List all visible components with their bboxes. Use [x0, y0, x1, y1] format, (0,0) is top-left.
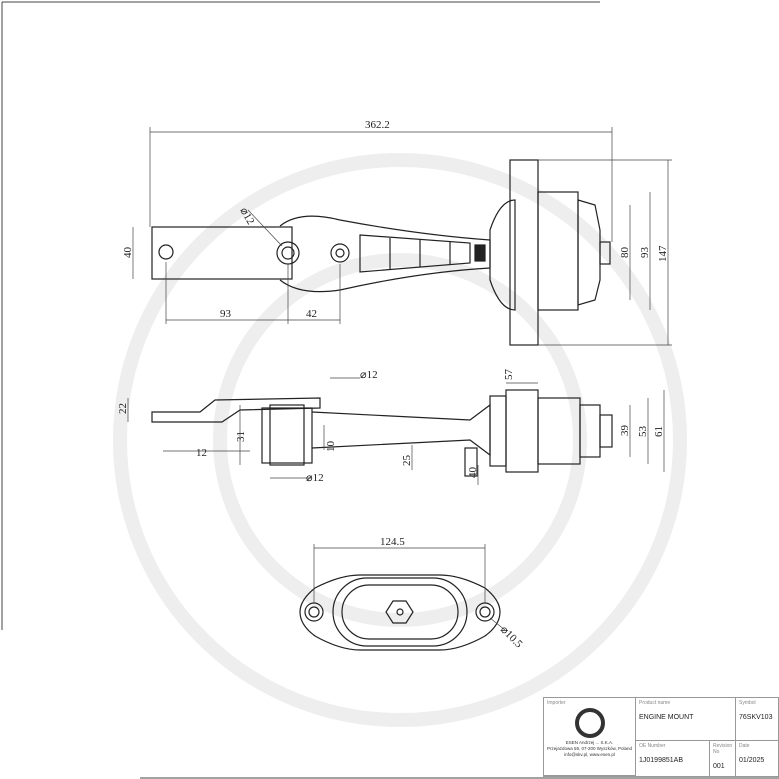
dim-overall-length: 362.2 [365, 119, 390, 131]
top-dimension-lines [132, 127, 672, 346]
end-view [299, 574, 501, 651]
revision-label: Revision No [713, 743, 733, 755]
dim-arm-width: 40 [122, 247, 134, 259]
date-label: Date [739, 743, 750, 749]
top-view [151, 159, 611, 346]
dim-offset: 22 [117, 403, 129, 414]
dim-flange-outer: 147 [657, 245, 669, 262]
dim-flange-inner: 80 [619, 247, 631, 259]
dim-hole-dia-bottom: ⌀12 [306, 472, 324, 484]
dim-hole-spacing-1: 93 [220, 308, 232, 320]
dim-lower: 40 [467, 467, 479, 479]
watermark-gear [113, 153, 687, 727]
symbol-cell: Symbol 76SKV103 [736, 698, 778, 741]
company-logo [574, 708, 605, 738]
date-cell: Date 01/2025 [736, 741, 778, 776]
side-dimension-lines [127, 377, 665, 485]
importer-line: info@skv.pl, www.esen.pl [564, 752, 615, 757]
dim-hole-spacing: 124.5 [380, 536, 405, 548]
dim-hole-dia-top: ⌀12 [360, 369, 378, 381]
importer-line: ESEN Andrzej ... S.K.A. [565, 740, 614, 745]
dim-arm-height: 25 [401, 455, 413, 467]
dim-inner: 39 [619, 425, 631, 437]
dim-mid: 53 [637, 426, 649, 438]
dim-tab: 12 [196, 447, 207, 459]
dim-flange-mid: 93 [639, 247, 651, 259]
revision-cell: Revision No 001 [710, 741, 736, 776]
product-name: ENGINE MOUNT [639, 714, 694, 721]
dim-end-hole-dia: ⌀10.5 [498, 624, 525, 651]
oe-cell: OE Number 1J0199851AB [636, 741, 710, 776]
oe-number: 1J0199851AB [639, 757, 683, 764]
dim-bush-height: 31 [235, 431, 247, 442]
product-name-label: Product name [639, 700, 671, 706]
importer-label: Importer [547, 700, 566, 706]
title-block: Importer ESEN Andrzej ... S.K.A. Przejaz… [543, 697, 779, 777]
end-dimension-lines [313, 544, 506, 631]
importer-line: Przejazdowa 59, 07-200 Wyszków, Poland [547, 746, 633, 751]
symbol-label: Symbol [739, 700, 756, 706]
date: 01/2025 [739, 757, 765, 764]
product-name-cell: Product name ENGINE MOUNT [636, 698, 736, 741]
symbol: 76SKV103 [739, 714, 773, 721]
dim-hole-spacing-2: 42 [306, 308, 317, 320]
importer-cell: Importer ESEN Andrzej ... S.K.A. Przejaz… [544, 698, 636, 776]
dim-flange-thickness: 57 [503, 369, 515, 381]
dim-outer: 61 [653, 426, 665, 437]
revision: 001 [713, 763, 725, 770]
side-view [151, 389, 613, 477]
dim-gap: 10 [325, 441, 337, 453]
oe-label: OE Number [639, 743, 666, 749]
